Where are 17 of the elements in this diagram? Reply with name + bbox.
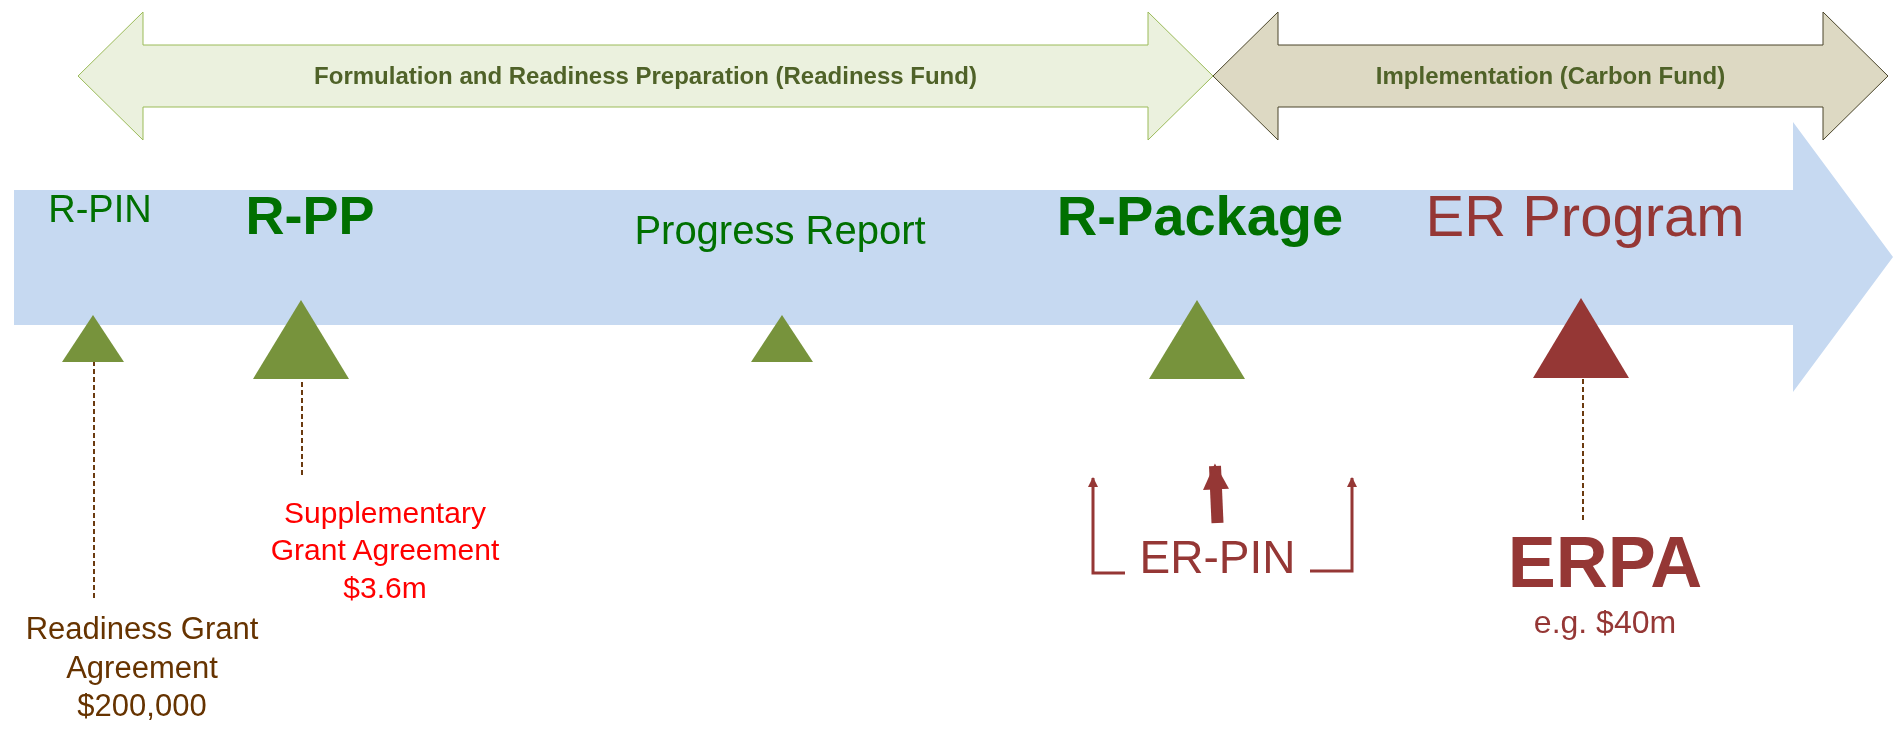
amount-label: e.g. $40m	[1533, 603, 1677, 643]
milestone-label: R-Package	[1056, 185, 1344, 247]
milestone-label: Progress Report	[634, 207, 926, 254]
phase-label: Formulation and Readiness Preparation (Readiness Fund)	[314, 61, 977, 91]
leader-line	[1582, 377, 1584, 521]
arrow	[1310, 477, 1357, 573]
arrow	[1088, 477, 1125, 575]
agreement-label: Readiness Grant Agreement $200,000	[24, 609, 260, 726]
milestone-label: ER Program	[1425, 184, 1745, 248]
phase-label: Implementation (Carbon Fund)	[1375, 61, 1726, 91]
milestone-label: R-PIN	[48, 187, 152, 233]
leader-line	[93, 361, 95, 599]
agreement-label: ERPA	[1507, 522, 1703, 603]
milestone-label: R-PP	[245, 186, 375, 246]
agreement-label: Supplementary Grant Agreement $3.6m	[269, 494, 501, 606]
arrow	[1203, 463, 1229, 524]
milestone-label: ER-PIN	[1139, 530, 1296, 586]
